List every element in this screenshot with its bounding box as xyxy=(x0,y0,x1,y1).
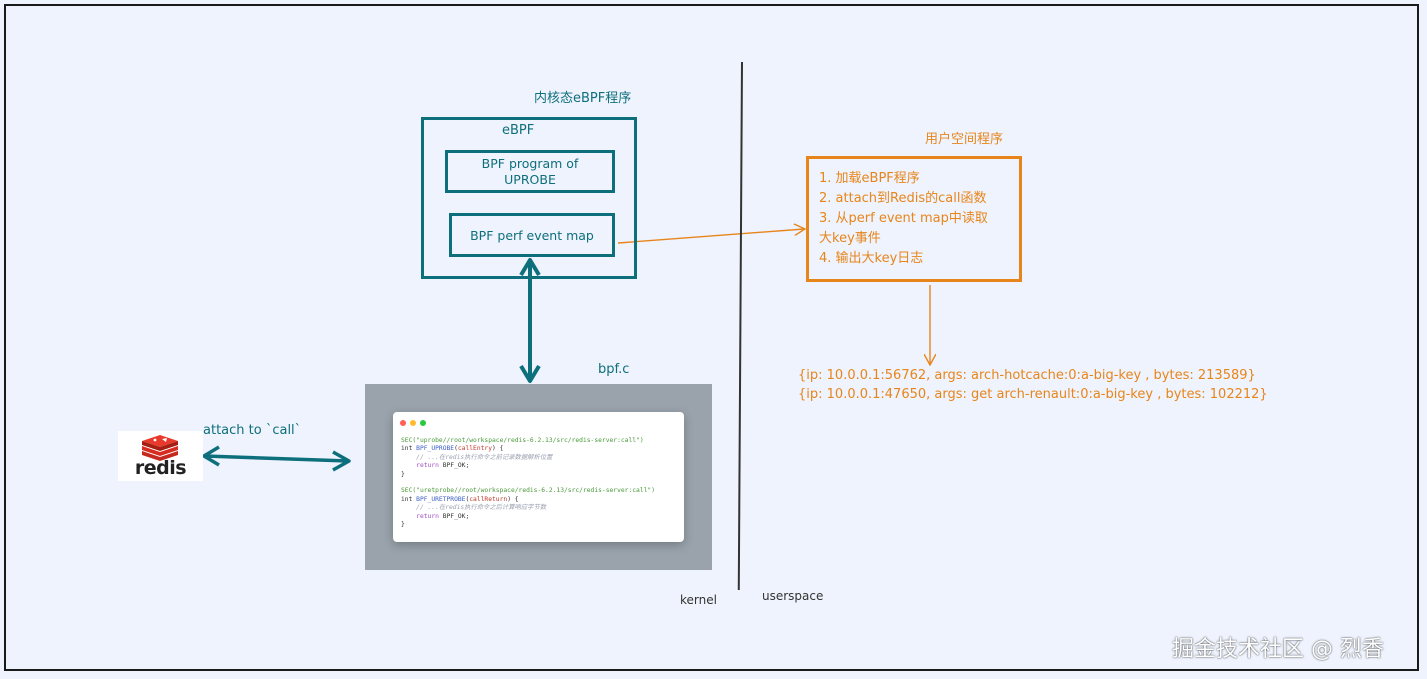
ebpf-box xyxy=(421,117,637,279)
window-close-dot-icon xyxy=(400,420,406,426)
user-step: 大key事件 xyxy=(819,231,881,246)
code-line: SEC("uretprobe//root/workspace/redis-6.2… xyxy=(401,487,656,495)
bpf-program-label: BPF program of UPROBE xyxy=(481,155,579,187)
code-token: BPF_OK xyxy=(442,462,466,470)
code-comment: // ...在redis执行命令之前记录数据解析位置 xyxy=(416,453,553,461)
log-line: {ip: 10.0.0.1:47650, args: get arch-rena… xyxy=(798,387,1268,402)
bpf-perf-map-label: BPF perf event map xyxy=(470,227,594,243)
attach-label: attach to `call` xyxy=(203,423,302,438)
code-token: int xyxy=(401,495,417,503)
code-token: BPF_URETPROBE xyxy=(416,495,466,503)
kernel-label: kernel xyxy=(680,593,717,607)
code-window: SEC("uprobe//root/workspace/redis-6.2.13… xyxy=(393,412,684,542)
redis-logo-text: redis xyxy=(134,457,187,479)
code-token: ) { xyxy=(507,495,519,503)
user-step: 1. 加载eBPF程序 xyxy=(819,171,920,186)
code-token: } xyxy=(401,470,405,478)
user-step: 3. 从perf event map中读取 xyxy=(819,211,988,226)
code-token: return xyxy=(416,512,443,520)
code-token: return xyxy=(416,462,443,470)
code-token: BPF_UPROBE xyxy=(416,445,455,453)
user-program-box: 1. 加载eBPF程序 2. attach到Redis的call函数 3. 从p… xyxy=(806,156,1022,282)
redis-cube-icon xyxy=(142,435,178,461)
code-block: SEC("uprobe//root/workspace/redis-6.2.13… xyxy=(401,437,656,529)
code-comment: // ...在redis执行命令之后计算响应字节数 xyxy=(416,504,547,512)
code-token: } xyxy=(401,521,405,529)
bpf-perf-map-box: BPF perf event map xyxy=(449,213,615,257)
redis-logo: redis xyxy=(118,431,203,481)
code-token: callEntry xyxy=(457,445,493,453)
arrow-ebpf-to-bpfc xyxy=(519,258,541,383)
code-token: BPF_OK xyxy=(442,512,466,520)
code-token: int xyxy=(401,445,417,453)
watermark: 掘金技术社区 @ 烈香 xyxy=(1172,637,1384,662)
user-step: 4. 输出大key日志 xyxy=(819,251,924,266)
window-maximize-dot-icon xyxy=(420,420,426,426)
code-token: ) { xyxy=(492,445,504,453)
code-token: callReturn xyxy=(469,495,508,503)
user-step: 2. attach到Redis的call函数 xyxy=(819,191,987,206)
bpf-c-label: bpf.c xyxy=(598,362,630,377)
log-output: {ip: 10.0.0.1:56762, args: arch-hotcache… xyxy=(798,366,1268,404)
ebpf-label: eBPF xyxy=(502,123,535,138)
log-line: {ip: 10.0.0.1:56762, args: arch-hotcache… xyxy=(798,368,1256,383)
user-section-title: 用户空间程序 xyxy=(925,132,1004,147)
arrow-redis-to-bpfc xyxy=(202,445,351,472)
code-line: SEC("uprobe//root/workspace/redis-6.2.13… xyxy=(401,437,644,444)
arrow-perf-map-to-user xyxy=(617,229,804,244)
window-minimize-dot-icon xyxy=(410,420,416,426)
userspace-label: userspace xyxy=(762,589,824,603)
bpf-program-box: BPF program of UPROBE xyxy=(445,150,615,193)
kernel-section-title: 内核态eBPF程序 xyxy=(534,91,632,106)
